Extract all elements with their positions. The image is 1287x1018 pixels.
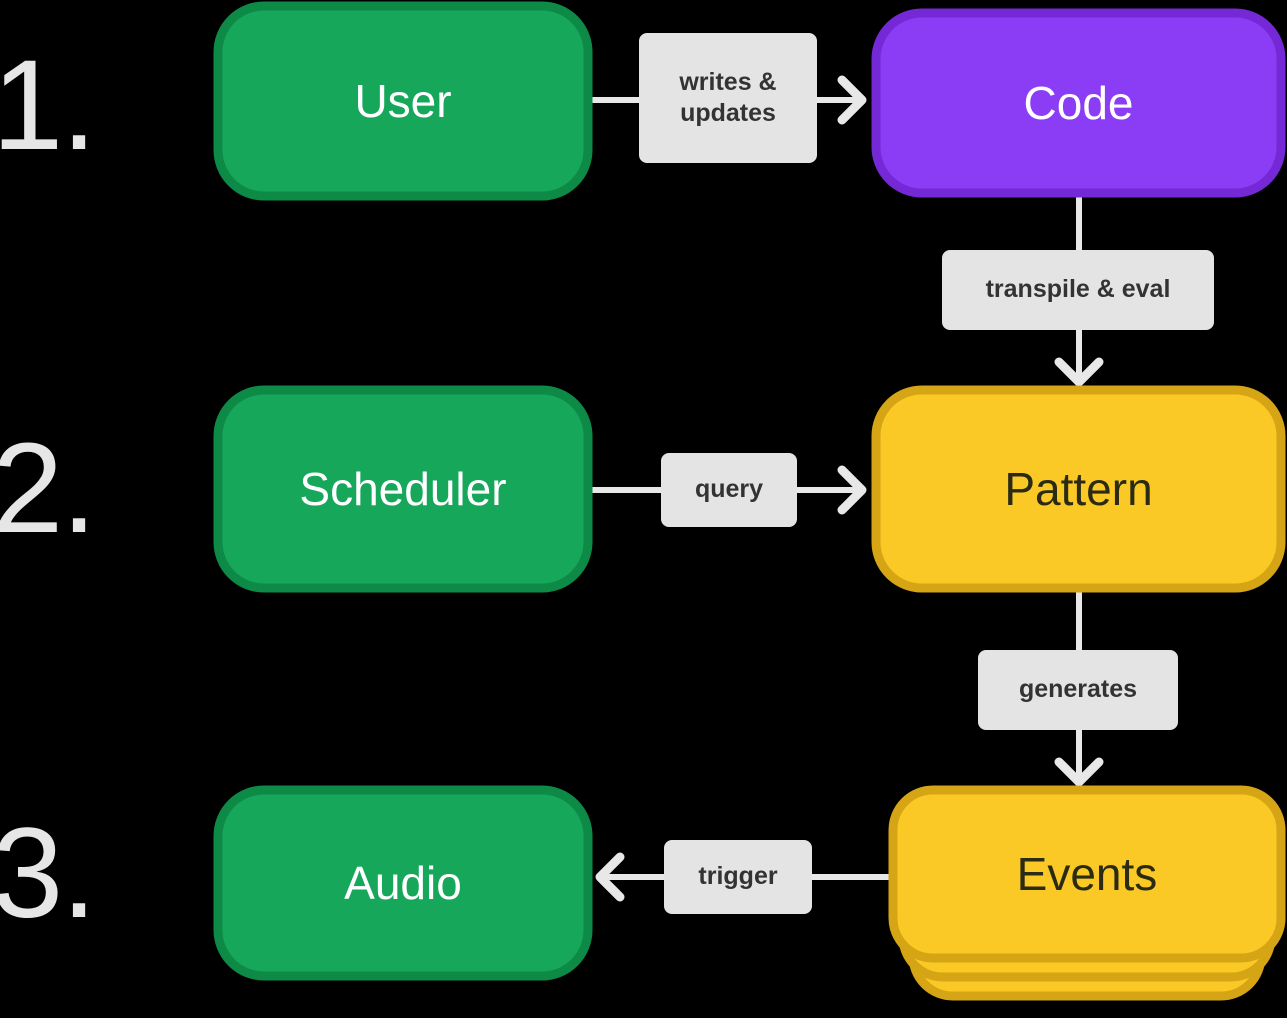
step-1: 1.: [0, 34, 97, 177]
edge-label-user-to-code: writes & updates: [639, 33, 817, 163]
arrowhead-code-to-pattern: [1054, 357, 1104, 387]
node-audio[interactable]: [213, 785, 593, 981]
arrowhead-user-to-code: [837, 75, 867, 125]
edge-label-scheduler-to-pattern: query: [661, 453, 797, 527]
node-shape-user: [213, 1, 593, 201]
edge-label-events-to-audio: trigger: [664, 840, 812, 914]
node-shape-audio: [213, 785, 593, 981]
arrowhead-scheduler-to-pattern: [837, 465, 867, 515]
node-shape-scheduler: [213, 385, 593, 593]
node-code[interactable]: [871, 8, 1286, 198]
node-events[interactable]: [888, 785, 1286, 1001]
node-layer-events-0: [888, 785, 1286, 963]
step-2: 2.: [0, 417, 97, 560]
edge-label-code-to-pattern: transpile & eval: [942, 250, 1214, 330]
node-shape-pattern: [871, 385, 1286, 593]
step-3: 3.: [0, 802, 97, 945]
node-user[interactable]: [213, 1, 593, 201]
arrowhead-pattern-to-events: [1054, 757, 1104, 787]
node-pattern[interactable]: [871, 385, 1286, 593]
nodes-group: [213, 1, 1286, 1001]
node-shape-code: [871, 8, 1286, 198]
node-scheduler[interactable]: [213, 385, 593, 593]
arrowhead-events-to-audio: [595, 852, 625, 902]
edge-label-pattern-to-events: generates: [978, 650, 1178, 730]
